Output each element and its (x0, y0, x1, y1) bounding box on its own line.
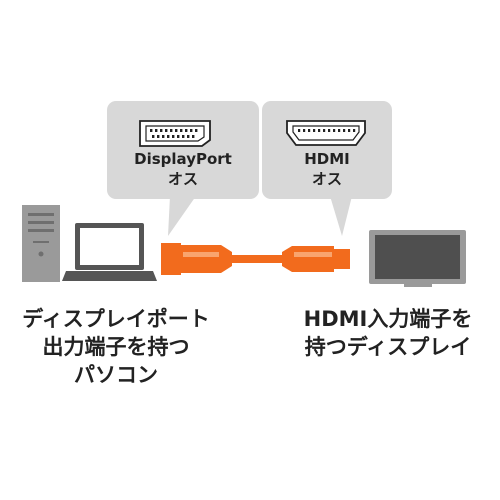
pc-caption-line3: パソコン (74, 363, 158, 387)
tv-display-icon (369, 230, 466, 287)
hdmi-label-line2: オス (311, 170, 342, 188)
hdmi-label: HDMI オス (262, 149, 392, 189)
hdmi-connector-icon (286, 120, 366, 146)
pc-caption-line1: ディスプレイポート (22, 307, 210, 331)
displayport-label-line2: オス (167, 170, 198, 188)
display-caption-line2: 持つディスプレイ (304, 335, 472, 359)
desktop-tower-icon (22, 205, 60, 282)
display-caption: HDMI入力端子を 持つディスプレイ (283, 305, 493, 361)
pc-caption-line2: 出力端子を持つ (42, 335, 190, 359)
dp-to-hdmi-cable (161, 243, 350, 275)
display-caption-line1: HDMI入力端子を (303, 307, 473, 331)
displayport-connector-icon (139, 120, 211, 147)
pc-caption: ディスプレイポート 出力端子を持つ パソコン (0, 305, 232, 389)
displayport-label: DisplayPort オス (107, 149, 259, 189)
hdmi-label-line1: HDMI (304, 150, 350, 168)
displayport-label-line1: DisplayPort (134, 150, 232, 168)
laptop-icon (62, 223, 157, 281)
